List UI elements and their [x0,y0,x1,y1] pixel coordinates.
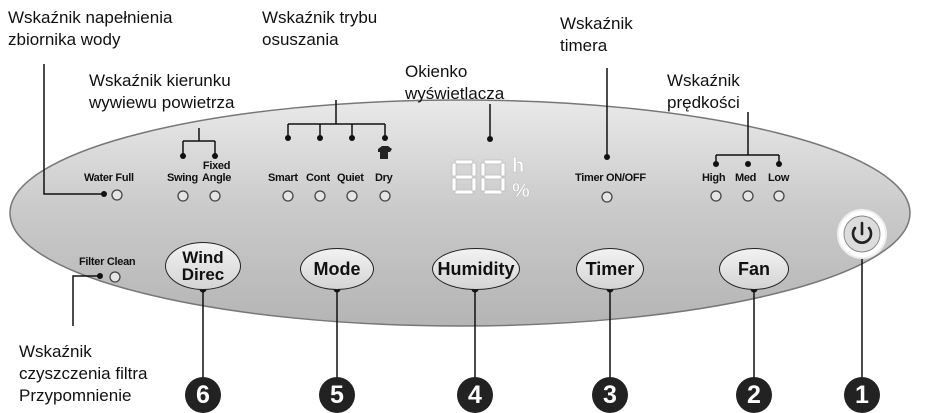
fan-button[interactable]: Fan [719,248,789,290]
indicator-leds [109,189,785,283]
display-unit-hours: h [512,155,525,178]
led-med [742,190,754,202]
timer-button[interactable]: Timer [576,248,644,290]
power-button[interactable] [837,209,887,259]
led-cont [314,190,326,202]
led-smart [282,190,294,202]
led-swing [177,190,189,202]
label-high: High [702,172,726,184]
led-fixed-angle [209,190,221,202]
mode-indicator-leader [287,100,386,137]
led-dry [379,190,391,202]
display-unit-percent: % [512,180,530,203]
humidity-button[interactable]: Humidity [432,248,520,290]
label-timer-on-off: Timer ON/OFF [575,172,646,184]
led-timer [601,191,613,203]
button-leaders [202,255,863,378]
label-low: Low [768,172,790,184]
label-filter-clean: Filter Clean [79,256,136,268]
swing-direction-leader [182,128,216,155]
label-smart: Smart [268,172,298,184]
number-marker-1: 1 [844,377,880,413]
number-marker-5: 5 [319,377,355,413]
label-med: Med [735,172,757,184]
label-cont: Cont [306,172,330,184]
number-marker-3: 3 [592,377,628,413]
panel-body [9,99,911,327]
number-marker-4: 4 [457,377,493,413]
label-swing: Swing [167,172,198,184]
led-water-full [111,189,123,201]
power-icon [851,221,873,244]
mode-button[interactable]: Mode [300,248,374,290]
led-quiet [346,190,358,202]
led-high [710,190,722,202]
led-filter-clean [109,271,121,283]
shirt-icon [378,146,392,159]
label-water-full: Water Full [84,172,134,184]
label-quiet: Quiet [337,172,364,184]
led-low [773,190,785,202]
filter-clean-leader [72,275,100,326]
seven-segment-display [451,159,506,195]
water-full-leader [43,64,104,195]
number-marker-2: 2 [736,377,772,413]
label-dry: Dry [375,172,393,184]
number-marker-6: 6 [185,377,221,413]
